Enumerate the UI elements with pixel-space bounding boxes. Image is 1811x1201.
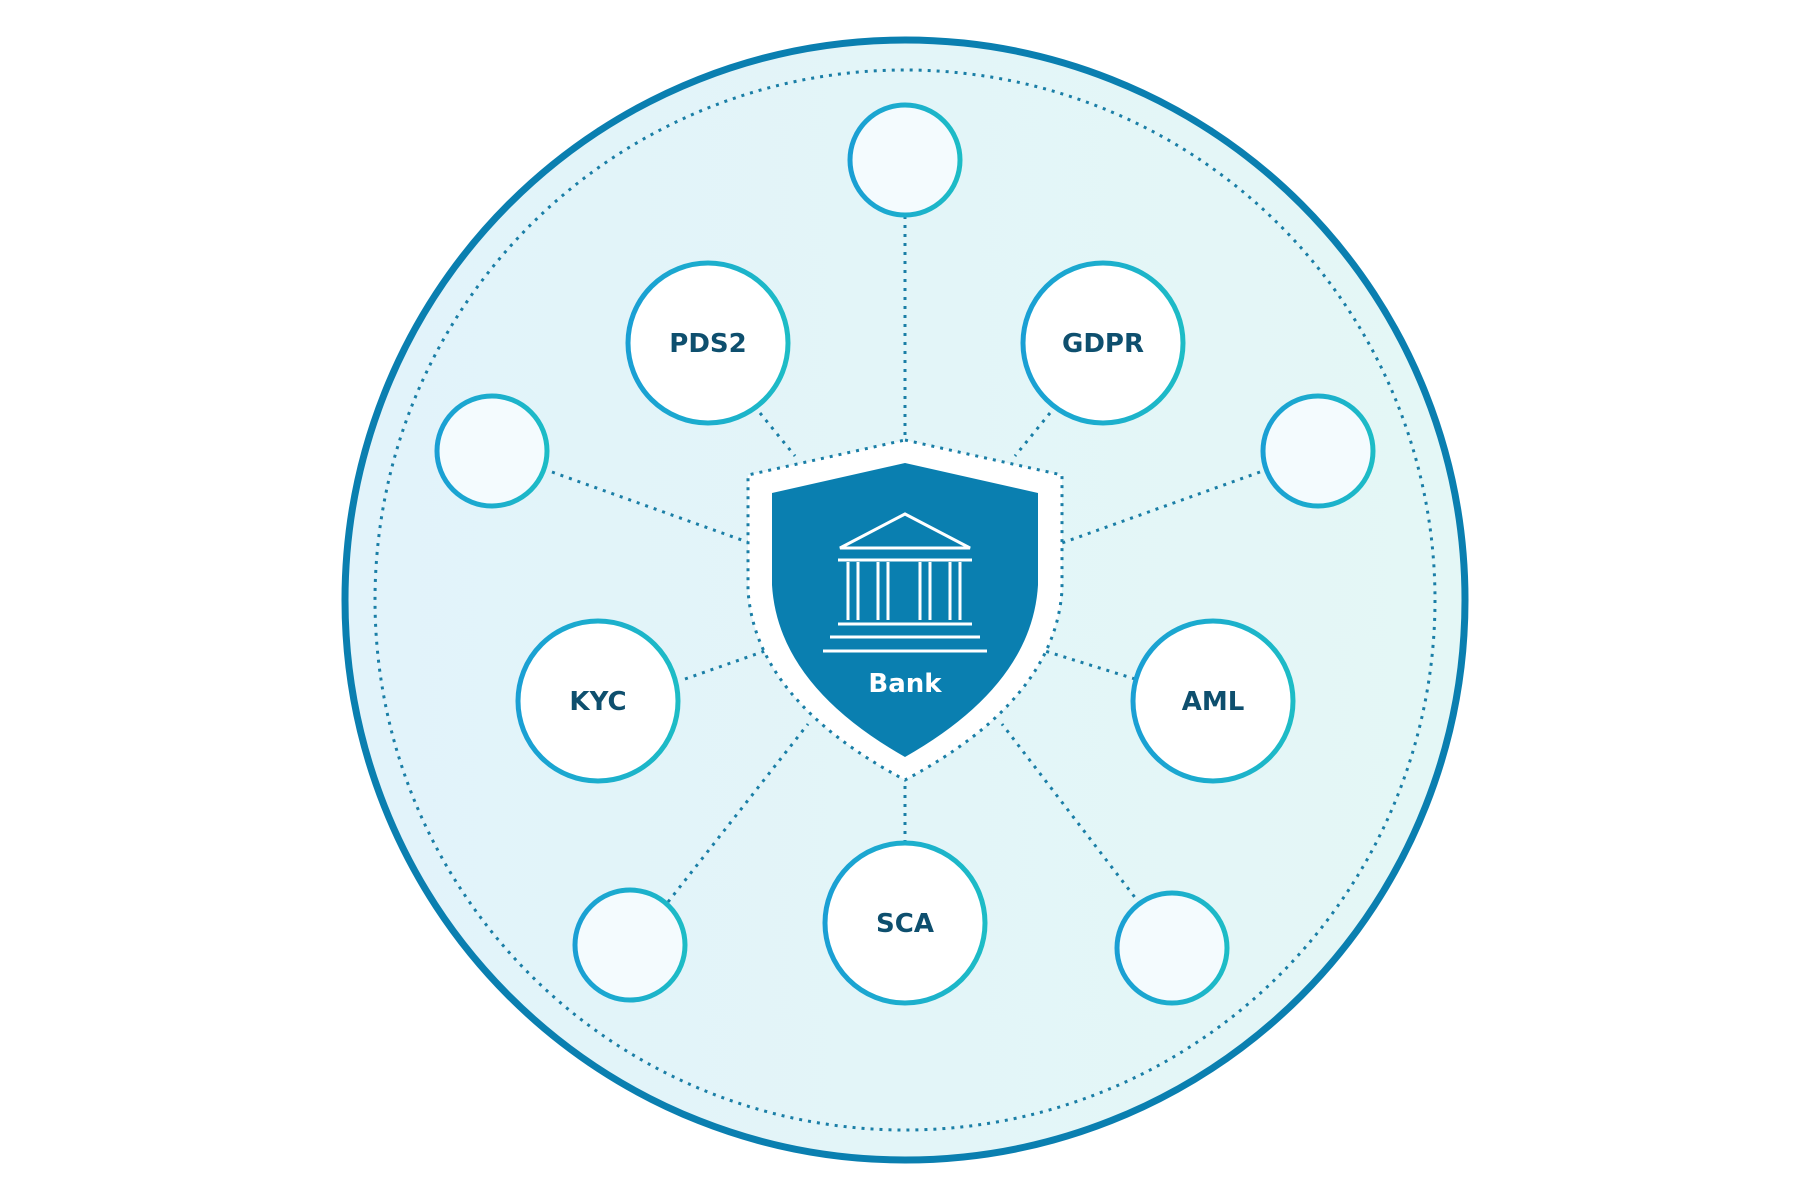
node-sca-label: SCA [876, 909, 934, 939]
node-gdpr-label: GDPR [1062, 329, 1144, 359]
node-pds2-circle [625, 260, 791, 426]
connectors [551, 216, 1261, 905]
node-upper-right-circle [1260, 393, 1376, 509]
node-kyc-label: KYC [569, 687, 626, 717]
node-aml-circle [1130, 618, 1296, 784]
node-upper-right [1260, 393, 1376, 509]
node-lower-right-circle [1114, 890, 1230, 1006]
node-aml: AML [1130, 618, 1296, 784]
node-pds2-label: PDS2 [669, 329, 746, 359]
node-gdpr: GDPR [1020, 260, 1186, 426]
node-top [847, 102, 963, 218]
node-lower-right [1114, 890, 1230, 1006]
connector-pds2 [758, 412, 797, 457]
node-gdpr-circle [1020, 260, 1186, 426]
bank-building-icon [823, 512, 987, 653]
connector-gdpr [1013, 412, 1052, 457]
node-pds2: PDS2 [625, 260, 791, 426]
dotted-inner-ring [373, 68, 1437, 1132]
node-upper-left [434, 393, 550, 509]
connector-lower-left [666, 723, 810, 903]
node-aml-label: AML [1182, 687, 1245, 717]
node-lower-left [572, 887, 688, 1003]
node-kyc-circle [515, 618, 681, 784]
bank-shield [772, 463, 1038, 757]
node-sca-circle [822, 840, 988, 1006]
node-lower-left-circle [572, 887, 688, 1003]
node-kyc: KYC [515, 618, 681, 784]
node-upper-left-circle [434, 393, 550, 509]
node-top-circle [847, 102, 963, 218]
connector-lower-right [1000, 723, 1142, 905]
connector-aml [1044, 649, 1136, 681]
center-label: Bank [868, 669, 942, 699]
node-sca: SCA [822, 840, 988, 1006]
